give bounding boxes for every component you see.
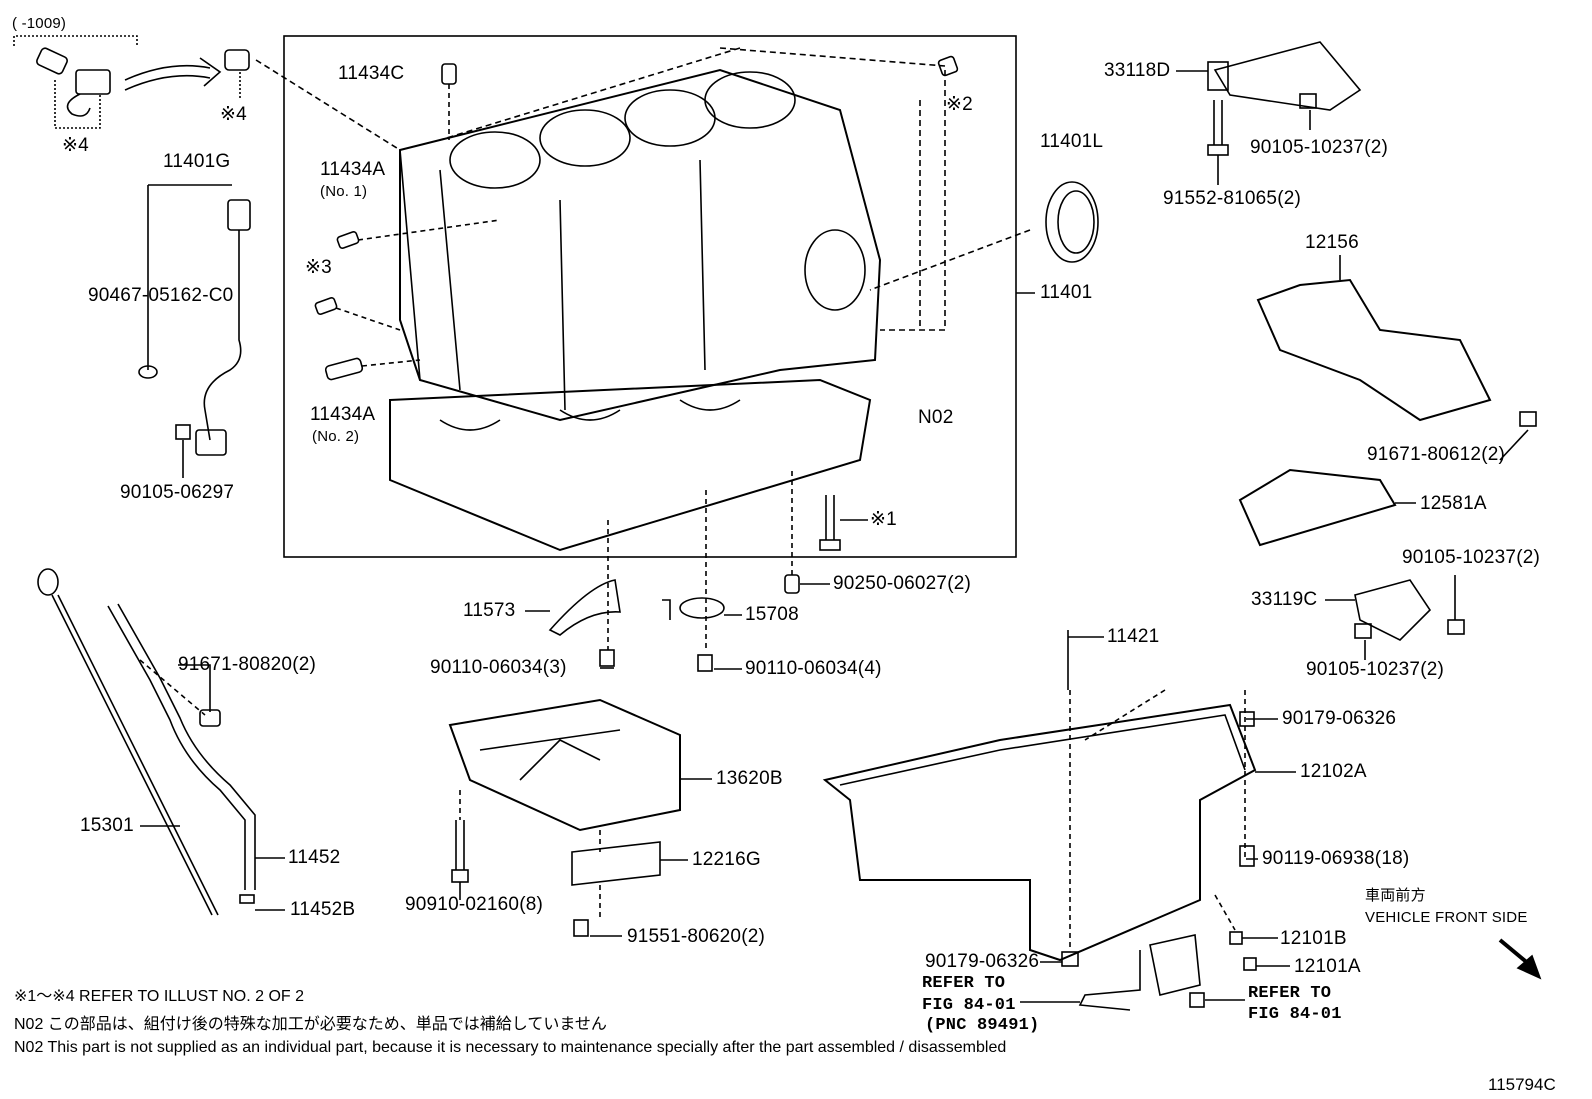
part-label-p90110a[interactable]: 90110-06034(3): [430, 657, 567, 678]
engine-mount-bracket-icon: [1176, 41, 1362, 185]
part-label-p11434A2[interactable]: 11434A: [310, 404, 376, 425]
part-label-p11452B[interactable]: 11452B: [290, 899, 356, 920]
part-label-p90467[interactable]: 90467-05162-C0: [88, 285, 234, 306]
part-label-p90105_10237b[interactable]: 90105-10237(2): [1402, 547, 1541, 568]
note-refer: ※1～※4 REFER TO ILLUST NO. 2 OF 2: [14, 988, 305, 1005]
oil-seal-icon: [869, 181, 1099, 294]
part-label-p90179a[interactable]: 90179-06326: [1282, 708, 1397, 729]
part-label-p90910[interactable]: 90910-02160(8): [405, 894, 544, 915]
range-bracket: [13, 35, 138, 46]
part-label-ref_a2[interactable]: FIG 84-01: [922, 996, 1016, 1015]
part-label-p15708[interactable]: 15708: [745, 604, 799, 625]
bracket-icon: [525, 579, 742, 672]
part-label-p12581A[interactable]: 12581A: [1420, 493, 1487, 514]
part-label-p11401[interactable]: 11401: [1040, 282, 1093, 303]
oil-pan-icon: [822, 630, 1296, 1011]
part-label-ref2[interactable]: ※2: [946, 94, 973, 115]
part-label-ref4b[interactable]: ※4: [220, 104, 247, 125]
part-label-ref4a[interactable]: ※4: [62, 135, 89, 156]
part-label-p91671_80820[interactable]: 91671-80820(2): [178, 654, 317, 675]
illustration-id: 115794C: [1488, 1075, 1556, 1094]
oil-pump-icon: [448, 698, 712, 937]
part-label-p15301[interactable]: 15301: [80, 815, 134, 836]
part-label-p12101B[interactable]: 12101B: [1280, 928, 1347, 949]
part-label-p12102A[interactable]: 12102A: [1300, 761, 1367, 782]
part-label-p11573[interactable]: 11573: [463, 600, 516, 621]
part-label-front_jp[interactable]: 車両前方: [1365, 887, 1426, 904]
oil-dipstick-icon: [37, 568, 285, 916]
part-label-ref_b1[interactable]: REFER TO: [1248, 984, 1332, 1003]
part-label-p11421[interactable]: 11421: [1107, 626, 1160, 647]
part-label-no2[interactable]: (No. 2): [312, 428, 360, 445]
part-label-p11434A1[interactable]: 11434A: [320, 159, 386, 180]
front-direction-arrow-icon: [1498, 938, 1532, 967]
part-label-p90105_10237a[interactable]: 90105-10237(2): [1250, 137, 1389, 158]
mount-bracket-icon: [1325, 575, 1465, 660]
dowel-pins-icon: [314, 55, 959, 381]
part-label-p33118D[interactable]: 33118D: [1104, 60, 1171, 81]
part-label-p90119[interactable]: 90119-06938(18): [1262, 848, 1410, 869]
oil-level-sensor-icon: [138, 184, 251, 478]
part-label-p13620B[interactable]: 13620B: [716, 768, 783, 789]
part-label-ref_a1[interactable]: REFER TO: [922, 974, 1006, 993]
part-label-p33119C[interactable]: 33119C: [1251, 589, 1318, 610]
part-label-ref3[interactable]: ※3: [305, 257, 332, 278]
part-label-p91551[interactable]: 91551-80620(2): [627, 926, 766, 947]
part-label-p91671_80612[interactable]: 91671-80612(2): [1367, 444, 1506, 465]
part-label-p91552[interactable]: 91552-81065(2): [1163, 188, 1302, 209]
part-label-range[interactable]: ( -1009): [12, 15, 67, 32]
part-label-no1[interactable]: (No. 1): [320, 183, 368, 200]
part-label-ref_b2[interactable]: FIG 84-01: [1248, 1005, 1342, 1024]
oil-fitting-icon: [36, 47, 250, 129]
part-label-p11401L[interactable]: 11401L: [1040, 131, 1104, 152]
front-direction-arrowhead-icon: [1516, 954, 1542, 980]
part-label-ref1[interactable]: ※1: [870, 509, 897, 530]
part-label-p90179b[interactable]: 90179-06326: [925, 951, 1040, 972]
part-label-p12156[interactable]: 12156: [1305, 232, 1359, 253]
note-n02-jp: N02 この部品は、組付け後の特殊な加工が必要なため、単品では補給していません: [14, 1016, 607, 1033]
block-bolts-icon: [607, 470, 868, 650]
part-label-p12101A[interactable]: 12101A: [1294, 956, 1361, 977]
block-group-frame: [283, 35, 1017, 558]
note-n02-en: N02 This part is not supplied as an indi…: [14, 1039, 1007, 1056]
part-label-p12216G[interactable]: 12216G: [692, 849, 761, 870]
part-label-pN02[interactable]: N02: [918, 407, 954, 428]
part-label-p11434C[interactable]: 11434C: [338, 63, 405, 84]
part-label-front_en[interactable]: VEHICLE FRONT SIDE: [1365, 909, 1528, 926]
cylinder-block-icon: [255, 47, 946, 552]
oil-baffle-icon: [1256, 255, 1537, 461]
oil-baffle-plate-icon: [1238, 468, 1416, 547]
part-label-ref_a3[interactable]: (PNC 89491): [925, 1016, 1040, 1035]
part-label-p11401G[interactable]: 11401G: [163, 151, 231, 172]
part-label-p90110b[interactable]: 90110-06034(4): [745, 658, 882, 679]
part-label-p90105_10237c[interactable]: 90105-10237(2): [1306, 659, 1445, 680]
part-label-p11452[interactable]: 11452: [288, 847, 341, 868]
part-label-p90105_06297[interactable]: 90105-06297: [120, 482, 235, 503]
part-label-p90250[interactable]: 90250-06027(2): [833, 573, 972, 594]
